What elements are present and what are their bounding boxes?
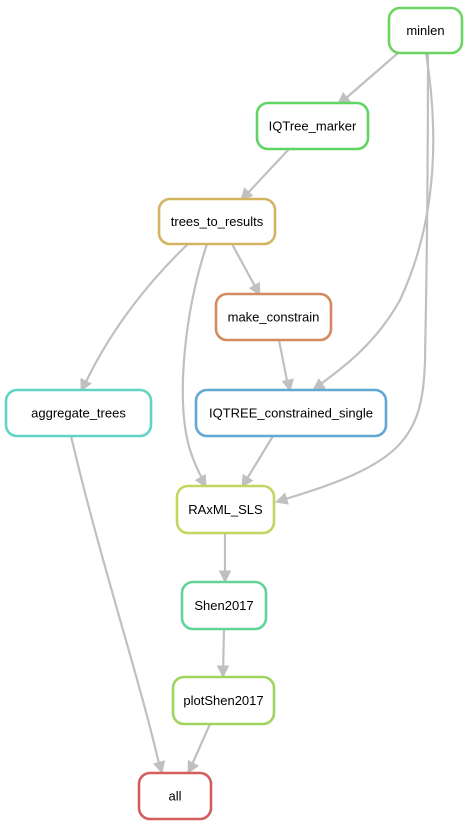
node-box [157, 197, 277, 246]
edge-line [69, 435, 162, 769]
node-box [171, 675, 276, 726]
arrowhead-icon [80, 377, 92, 393]
edge-minlen-to-raxml_sls [274, 52, 430, 505]
node-plotshen2017: plotShen2017 [171, 675, 276, 726]
edge-line [281, 52, 430, 502]
node-label: all [168, 789, 181, 804]
node-label: aggregate_trees [31, 406, 126, 421]
edge-line [245, 148, 290, 196]
node-raxml_sls: RAxML_SLS [175, 484, 276, 535]
edge-trees_to_results-to-raxml_sls [181, 243, 209, 488]
edge-shen2017-to-plotshen2017 [216, 628, 230, 679]
arrowhead-icon [187, 759, 200, 774]
edge-make_constrain-to-iqtree_constrained_single [277, 339, 294, 393]
arrowhead-icon [241, 473, 254, 488]
edge-raxml_sls-to-shen2017 [218, 533, 232, 584]
edge-line [277, 339, 290, 387]
node-label: IQTREE_constrained_single [209, 406, 373, 421]
edge-line [317, 52, 435, 387]
arrowhead-icon [281, 378, 294, 393]
edge-line [244, 435, 274, 483]
node-box [175, 484, 276, 535]
arrowhead-icon [274, 492, 289, 505]
node-label: make_constrain [228, 310, 320, 325]
edge-line [344, 52, 399, 100]
edge-trees_to_results-to-aggregate_trees [80, 243, 189, 393]
edge-trees_to_results-to-make_constrain [231, 243, 261, 296]
arrowhead-icon [216, 665, 230, 679]
node-box [387, 6, 464, 55]
node-make_constrain: make_constrain [214, 292, 333, 342]
node-box [180, 580, 268, 631]
edge-iqtree_constrained_single-to-raxml_sls [241, 435, 274, 488]
arrowhead-icon [218, 570, 232, 584]
node-label: Shen2017 [194, 598, 253, 613]
edge-line [188, 723, 212, 770]
node-iqtree_marker: IQTree_marker [255, 101, 370, 151]
edges-layer [69, 52, 435, 775]
arrowhead-icon [248, 281, 261, 296]
node-minlen: minlen [387, 6, 464, 55]
node-label: IQTree_marker [269, 119, 357, 134]
node-box [255, 101, 370, 151]
edge-line [83, 243, 189, 387]
node-label: plotShen2017 [183, 693, 263, 708]
edge-plotshen2017-to-all [187, 723, 212, 774]
arrowhead-icon [194, 473, 207, 488]
node-aggregate_trees: aggregate_trees [4, 388, 153, 438]
node-trees_to_results: trees_to_results [157, 197, 277, 246]
node-box [194, 388, 388, 438]
node-label: minlen [406, 23, 444, 38]
node-label: trees_to_results [171, 214, 264, 229]
edge-line [231, 243, 258, 291]
node-all: all [137, 771, 213, 821]
edge-line [181, 243, 209, 483]
edge-aggregate_trees-to-all [69, 435, 166, 775]
edge-minlen-to-iqtree_marker [337, 52, 399, 105]
arrowhead-icon [152, 760, 166, 775]
node-label: RAxML_SLS [188, 502, 263, 517]
edge-iqtree_marker-to-trees_to_results [240, 148, 290, 201]
node-box [137, 771, 213, 821]
node-box [4, 388, 153, 438]
node-shen2017: Shen2017 [180, 580, 268, 631]
node-box [214, 292, 333, 342]
node-iqtree_constrained_single: IQTREE_constrained_single [194, 388, 388, 438]
